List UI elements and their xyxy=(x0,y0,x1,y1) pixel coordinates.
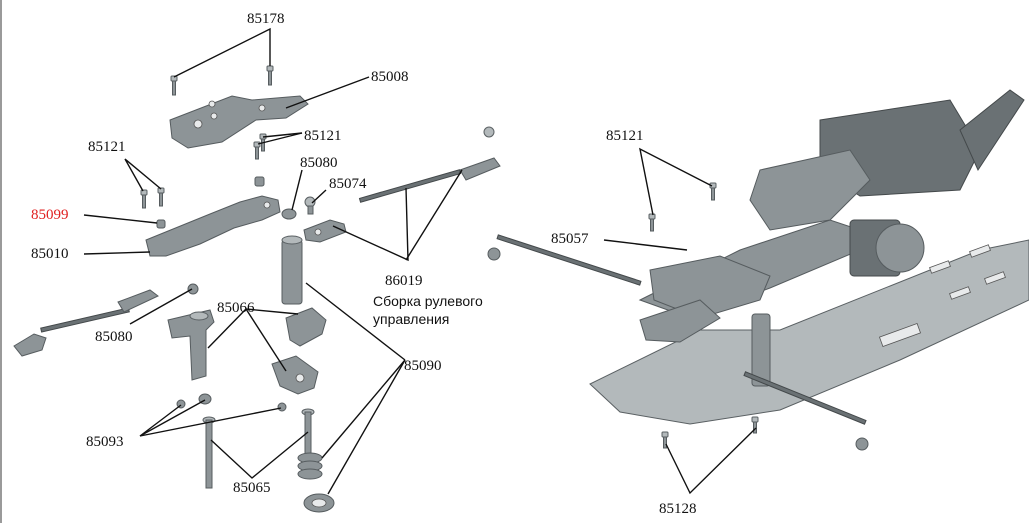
left-border xyxy=(0,0,2,523)
spring-85090 xyxy=(297,452,323,480)
label-85066: 85066 xyxy=(217,300,255,316)
caption-line-1: Сборка рулевого xyxy=(373,293,483,309)
steering-arm-85010 xyxy=(145,195,281,257)
label-85074: 85074 xyxy=(329,176,367,192)
bellcrank-85066-mid xyxy=(285,307,327,347)
screw-85128-left xyxy=(661,431,669,449)
turnbuckle-left xyxy=(13,289,159,357)
screw-85178-left xyxy=(170,75,178,96)
label-85080-lower: 85080 xyxy=(95,329,133,345)
label-85178: 85178 xyxy=(247,11,285,27)
label-85099: 85099 xyxy=(31,207,69,223)
bellcrank-85066-right xyxy=(271,355,319,395)
label-85128: 85128 xyxy=(659,501,697,517)
screw-85178-right xyxy=(266,65,274,86)
label-85093: 85093 xyxy=(86,434,124,450)
screw-85121-a xyxy=(253,141,261,160)
bushing-85099 xyxy=(156,219,166,229)
leader-lines xyxy=(83,27,757,495)
label-85121-left: 85121 xyxy=(88,139,126,155)
screw-85121-d xyxy=(157,187,165,207)
label-85010: 85010 xyxy=(31,246,69,262)
screw-85121-e xyxy=(648,213,656,232)
collar-85080-upper xyxy=(281,208,297,220)
screw-85128-right xyxy=(751,416,759,434)
collar-85090 xyxy=(303,493,335,513)
callout-labels: 85178 85008 85121 85121 85080 85074 8509… xyxy=(31,11,697,517)
label-85121-chassis: 85121 xyxy=(606,128,644,144)
label-85008: 85008 xyxy=(371,69,409,85)
label-85121-right: 85121 xyxy=(304,128,342,144)
post-85090-tall xyxy=(281,235,303,305)
ball-stud-85074 xyxy=(304,196,316,215)
label-85090: 85090 xyxy=(404,358,442,374)
label-85065: 85065 xyxy=(233,480,271,496)
caption-line-2: управления xyxy=(373,311,449,327)
label-86019: 86019 xyxy=(385,273,423,289)
collar-85080-lower xyxy=(187,283,199,295)
bushing-85093-c xyxy=(277,402,287,412)
chassis-assembly xyxy=(487,89,1029,451)
pin-85065-left xyxy=(202,416,216,489)
screw-85121-c xyxy=(140,189,148,209)
label-85057: 85057 xyxy=(551,231,589,247)
bellcrank-85066-left xyxy=(167,309,215,381)
label-85080-upper: 85080 xyxy=(300,155,338,171)
plate-85008 xyxy=(169,95,309,149)
bushing-upper xyxy=(254,176,265,187)
